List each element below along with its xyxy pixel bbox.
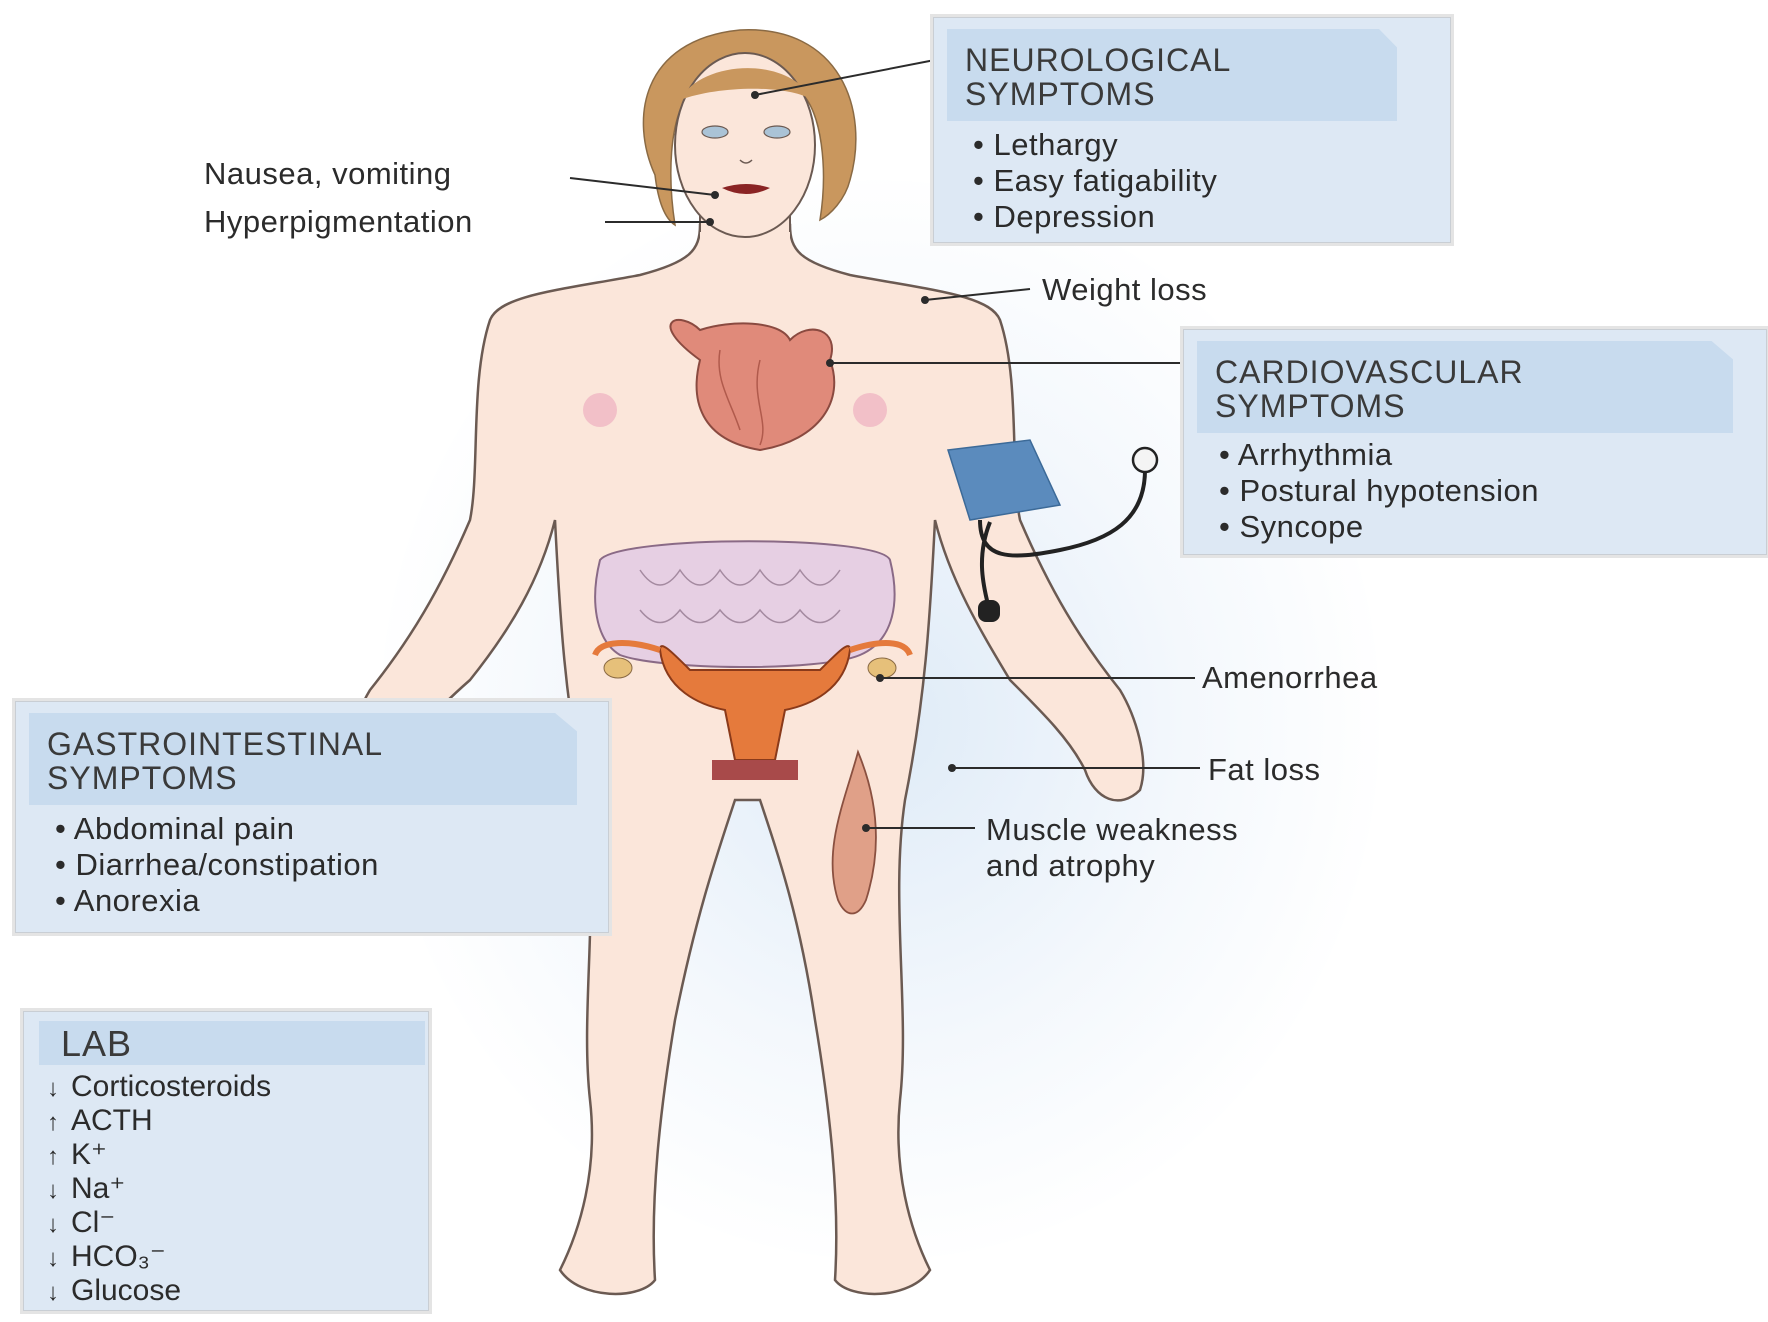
neurological-symptoms-box: NEUROLOGICAL SYMPTOMS Lethargy Easy fati… <box>930 14 1454 246</box>
right-eye <box>764 126 790 138</box>
down-arrow-icon: ↓ <box>47 1175 71 1207</box>
list-item: Lethargy <box>973 127 1217 163</box>
callout-amenorrhea: Amenorrhea <box>1202 660 1378 696</box>
lab-item-label: HCO₃⁻ <box>71 1240 166 1273</box>
cardiovascular-title-line1: CARDIOVASCULAR <box>1215 355 1715 389</box>
callout-muscle-line1: Muscle weakness <box>986 812 1238 848</box>
bp-gauge <box>1133 448 1157 472</box>
list-item: Easy fatigability <box>973 163 1217 199</box>
list-item: Diarrhea/constipation <box>55 847 379 883</box>
list-item: Depression <box>973 199 1217 235</box>
gastrointestinal-title-line2: SYMPTOMS <box>47 761 559 795</box>
list-item: Postural hypotension <box>1219 473 1539 509</box>
gastrointestinal-title: GASTROINTESTINAL SYMPTOMS <box>29 713 577 805</box>
left-nipple <box>583 393 617 427</box>
down-arrow-icon: ↓ <box>47 1209 71 1241</box>
callout-weight-loss: Weight loss <box>1042 272 1207 308</box>
neurological-title-line1: NEUROLOGICAL <box>965 43 1379 77</box>
neurological-list: Lethargy Easy fatigability Depression <box>973 127 1217 235</box>
lab-item: ↑ACTH <box>47 1105 271 1139</box>
gastrointestinal-symptoms-box: GASTROINTESTINAL SYMPTOMS Abdominal pain… <box>12 698 612 936</box>
down-arrow-icon: ↓ <box>47 1073 71 1105</box>
callout-muscle: Muscle weakness and atrophy <box>986 812 1238 884</box>
left-ovary <box>604 658 632 678</box>
list-item: Anorexia <box>55 883 379 919</box>
lab-item: ↓HCO₃⁻ <box>47 1241 271 1275</box>
lab-item-label: Glucose <box>71 1274 181 1307</box>
lab-item-label: Na⁺ <box>71 1172 125 1205</box>
callout-hyperpigmentation: Hyperpigmentation <box>204 204 473 240</box>
neurological-title-line2: SYMPTOMS <box>965 77 1379 111</box>
lab-item-label: K⁺ <box>71 1138 107 1171</box>
lab-item: ↑K⁺ <box>47 1139 271 1173</box>
bp-bulb <box>978 600 1000 622</box>
callout-muscle-line2: and atrophy <box>986 848 1238 884</box>
list-item: Syncope <box>1219 509 1539 545</box>
cardiovascular-symptoms-box: CARDIOVASCULAR SYMPTOMS Arrhythmia Postu… <box>1180 326 1768 558</box>
lab-list: ↓Corticosteroids ↑ACTH ↑K⁺ ↓Na⁺ ↓Cl⁻ ↓HC… <box>47 1071 271 1309</box>
lab-item-label: Cl⁻ <box>71 1206 115 1239</box>
right-nipple <box>853 393 887 427</box>
callout-fat-loss: Fat loss <box>1208 752 1321 788</box>
lab-item-label: ACTH <box>71 1104 153 1137</box>
up-arrow-icon: ↑ <box>47 1107 71 1139</box>
gastrointestinal-list: Abdominal pain Diarrhea/constipation Ano… <box>55 811 379 919</box>
left-eye <box>702 126 728 138</box>
lab-item: ↓Glucose <box>47 1275 271 1309</box>
down-arrow-icon: ↓ <box>47 1277 71 1309</box>
lab-item: ↓Cl⁻ <box>47 1207 271 1241</box>
cardiovascular-list: Arrhythmia Postural hypotension Syncope <box>1219 437 1539 545</box>
lab-title: LAB <box>39 1021 425 1065</box>
lab-item: ↓Na⁺ <box>47 1173 271 1207</box>
up-arrow-icon: ↑ <box>47 1141 71 1173</box>
callout-nausea: Nausea, vomiting <box>204 156 452 192</box>
list-item: Abdominal pain <box>55 811 379 847</box>
neurological-title: NEUROLOGICAL SYMPTOMS <box>947 29 1397 121</box>
lab-box: LAB ↓Corticosteroids ↑ACTH ↑K⁺ ↓Na⁺ ↓Cl⁻… <box>20 1008 432 1314</box>
lab-item-label: Corticosteroids <box>71 1070 271 1103</box>
lab-item: ↓Corticosteroids <box>47 1071 271 1105</box>
down-arrow-icon: ↓ <box>47 1243 71 1275</box>
gastrointestinal-title-line1: GASTROINTESTINAL <box>47 727 559 761</box>
cardiovascular-title-line2: SYMPTOMS <box>1215 389 1715 423</box>
cardiovascular-title: CARDIOVASCULAR SYMPTOMS <box>1197 341 1733 433</box>
list-item: Arrhythmia <box>1219 437 1539 473</box>
cervix <box>712 760 798 780</box>
